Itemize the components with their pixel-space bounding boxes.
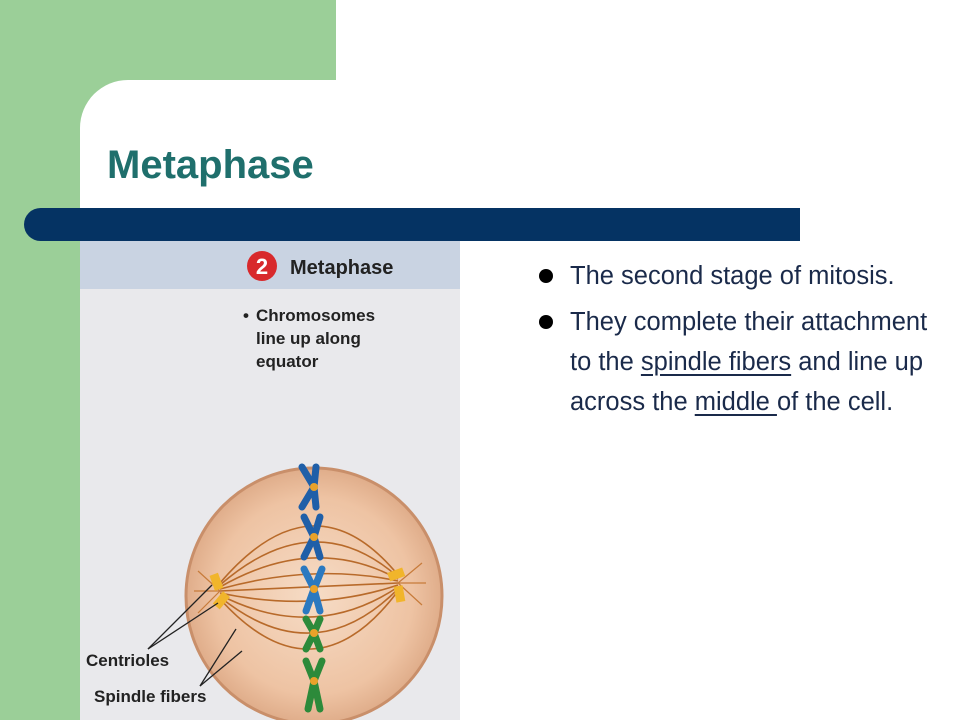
title-underline-bar — [24, 208, 800, 241]
centrioles-label: Centrioles — [86, 651, 169, 670]
slide-title: Metaphase — [107, 143, 314, 187]
bullet-item: The second stage of mitosis. — [539, 256, 940, 296]
bullet-text: The second stage of mitosis. — [570, 262, 895, 290]
description-bullet: • — [243, 306, 249, 325]
centriole-left-1 — [209, 572, 224, 591]
description-line-2: line up along — [256, 329, 361, 348]
bullet-dot — [539, 315, 553, 329]
label-leader-lines — [147, 584, 243, 687]
stage-number: 2 — [256, 254, 268, 279]
accent-green-strip — [0, 0, 80, 720]
stage-number-badge — [247, 251, 277, 281]
centromeres — [310, 483, 318, 685]
bullet-text-part-2: and line up across the — [570, 348, 923, 416]
bullet-dot — [539, 269, 553, 283]
centriole-right-1 — [387, 567, 406, 582]
metaphase-diagram: 2 Metaphase • Chromosomes line up along … — [80, 241, 460, 720]
spindle-fibers-link[interactable]: spindle fibers — [640, 348, 792, 376]
spindle-fibers-label: Spindle fibers — [94, 687, 206, 706]
bullet-list: The second stage of mitosis. They comple… — [539, 256, 940, 428]
stage-name: Metaphase — [290, 257, 393, 279]
bullet-text-part-1: They complete their attachment to the — [570, 308, 928, 376]
centriole-right-2 — [393, 585, 406, 603]
description-line-3: equator — [256, 352, 319, 371]
description-line-1: Chromosomes — [256, 306, 375, 325]
bullet-item: They complete their attachment to the sp… — [539, 302, 940, 422]
centriole-left-2 — [212, 591, 230, 610]
middle-link[interactable]: middle — [694, 388, 777, 416]
bullet-text-part-3: of the cell. — [776, 388, 894, 416]
